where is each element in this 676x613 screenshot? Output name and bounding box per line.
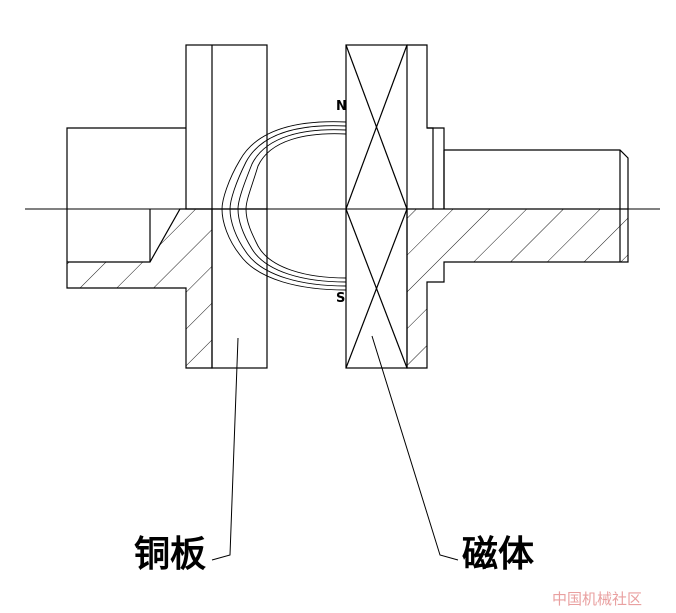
leader-line-copper-plate — [211, 337, 239, 561]
copper-plate-label: 铜板 — [134, 534, 206, 575]
magnet-label: 磁体 — [462, 534, 534, 575]
magnetic-field-lines — [221, 121, 347, 291]
leader-line-magnet — [371, 335, 459, 561]
copper-plate-upper — [185, 44, 268, 210]
magnet-hub-upper — [407, 44, 445, 209]
magnet-disc — [345, 44, 408, 369]
left-hub-upper — [66, 127, 186, 209]
right-shaft-section — [406, 208, 629, 369]
south-pole-label: S — [336, 291, 345, 306]
copper-plate-lower — [211, 208, 268, 369]
watermark-text: 中国机械社区 — [552, 590, 642, 608]
right-shaft-upper — [443, 149, 629, 209]
north-pole-label: N — [336, 99, 347, 114]
left-hub-section — [66, 208, 213, 369]
